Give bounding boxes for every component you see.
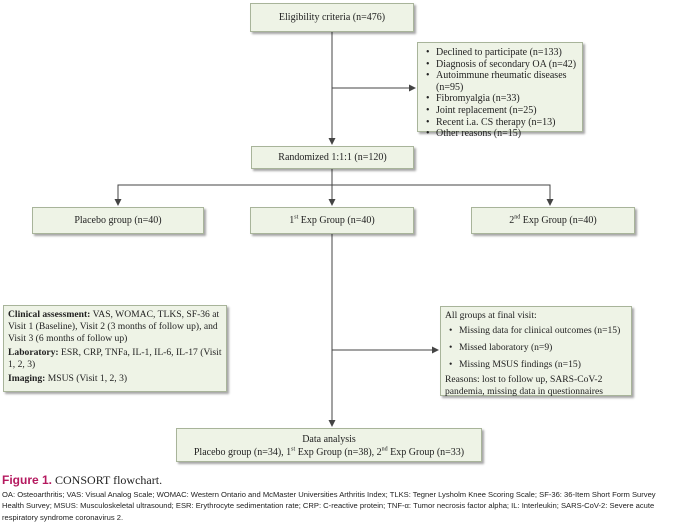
figure-label: Figure 1.	[2, 473, 53, 487]
placebo-group-box: Placebo group (n=40)	[32, 207, 204, 234]
arrow-to-placebo	[114, 184, 332, 206]
final-visit-item: Missed laboratory (n=9)	[445, 339, 627, 356]
data-analysis-title: Data analysis	[302, 434, 356, 445]
exclusion-item: Autoimmune rheumatic diseases (n=95)	[424, 70, 578, 93]
eligibility-box: Eligibility criteria (n=476)	[250, 3, 414, 32]
exclusion-item: Diagnosis of secondary OA (n=42)	[424, 59, 578, 71]
exclusion-item: Fibromyalgia (n=33)	[424, 93, 578, 105]
figure-abbreviations: OA: Osteoarthritis; VAS: Visual Analog S…	[2, 490, 656, 522]
figure-caption: Figure 1. CONSORT flowchart.	[2, 473, 162, 488]
placebo-group-text: Placebo group (n=40)	[74, 215, 162, 226]
exclusions-box: Declined to participate (n=133) Diagnosi…	[417, 42, 583, 139]
exp2-group-text: 2nd Exp Group (n=40)	[509, 214, 597, 226]
final-visit-title: All groups at final visit:	[445, 310, 537, 321]
assessment-box: Clinical assessment: VAS, WOMAC, TLKS, S…	[3, 305, 227, 392]
data-analysis-groups: Placebo group (n=34), 1st Exp Group (n=3…	[193, 446, 465, 458]
final-visit-reasons: Reasons: lost to follow up, SARS-CoV-2 p…	[445, 374, 603, 397]
final-visit-list: Missing data for clinical outcomes (n=15…	[445, 322, 627, 373]
laboratory-assessment: Laboratory: ESR, CRP, TNFa, IL-1, IL-6, …	[8, 347, 222, 370]
eligibility-text: Eligibility criteria (n=476)	[278, 12, 386, 23]
imaging-assessment: Imaging: MSUS (Visit 1, 2, 3)	[8, 373, 128, 384]
arrow-to-exp2	[332, 184, 554, 206]
final-visit-item: Missing data for clinical outcomes (n=15…	[445, 322, 627, 339]
clinical-assessment: Clinical assessment: VAS, WOMAC, TLKS, S…	[8, 309, 220, 344]
exclusion-item: Declined to participate (n=133)	[424, 47, 578, 59]
final-visit-box: All groups at final visit: Missing data …	[440, 306, 632, 397]
exclusion-item: Joint replacement (n=25)	[424, 105, 578, 117]
exclusion-item: Other reasons (n=15)	[424, 128, 578, 140]
exp1-group-box: 1st Exp Group (n=40)	[250, 207, 414, 234]
figure-title: CONSORT flowchart.	[52, 473, 163, 487]
randomized-text: Randomized 1:1:1 (n=120)	[278, 152, 387, 163]
exclusion-item: Recent i.a. CS therapy (n=13)	[424, 117, 578, 129]
exp1-group-text: 1st Exp Group (n=40)	[289, 214, 375, 226]
exclusions-list: Declined to participate (n=133) Diagnosi…	[424, 47, 578, 140]
data-analysis-box: Data analysis Placebo group (n=34), 1st …	[176, 428, 482, 462]
randomized-box: Randomized 1:1:1 (n=120)	[251, 146, 414, 169]
exp2-group-box: 2nd Exp Group (n=40)	[471, 207, 635, 234]
final-visit-item: Missing MSUS findings (n=15)	[445, 356, 627, 373]
